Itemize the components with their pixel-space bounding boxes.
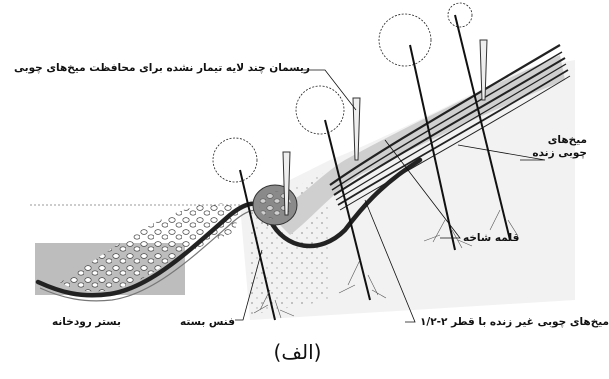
label-branch-cuttings: قلمه شاخه [463,232,520,244]
fascine-texture [259,191,291,219]
riprap-stones [60,203,240,292]
bush-canopies [212,2,473,183]
live-stake-stems [239,14,511,321]
label-live-stakes: میخ‌های چوبی زنده [532,134,587,160]
leader-lines [235,69,546,323]
bank-profile-inner-line [39,209,269,302]
wooden-stakes [282,39,488,216]
label-stream-bed: بستر رودخانه [52,316,121,328]
bank-stabilization-diagram [30,2,575,323]
label-dead-stakes: میخ‌های چوبی غیر زنده با قطر ۲-۱/۲ [420,316,609,328]
figure-caption: (الف) [273,340,322,364]
label-rope: ریسمان چند لایه تیمار نشده برای محافظت م… [14,62,310,74]
roots [253,209,519,319]
label-fascine: فنس بسته [180,316,235,328]
